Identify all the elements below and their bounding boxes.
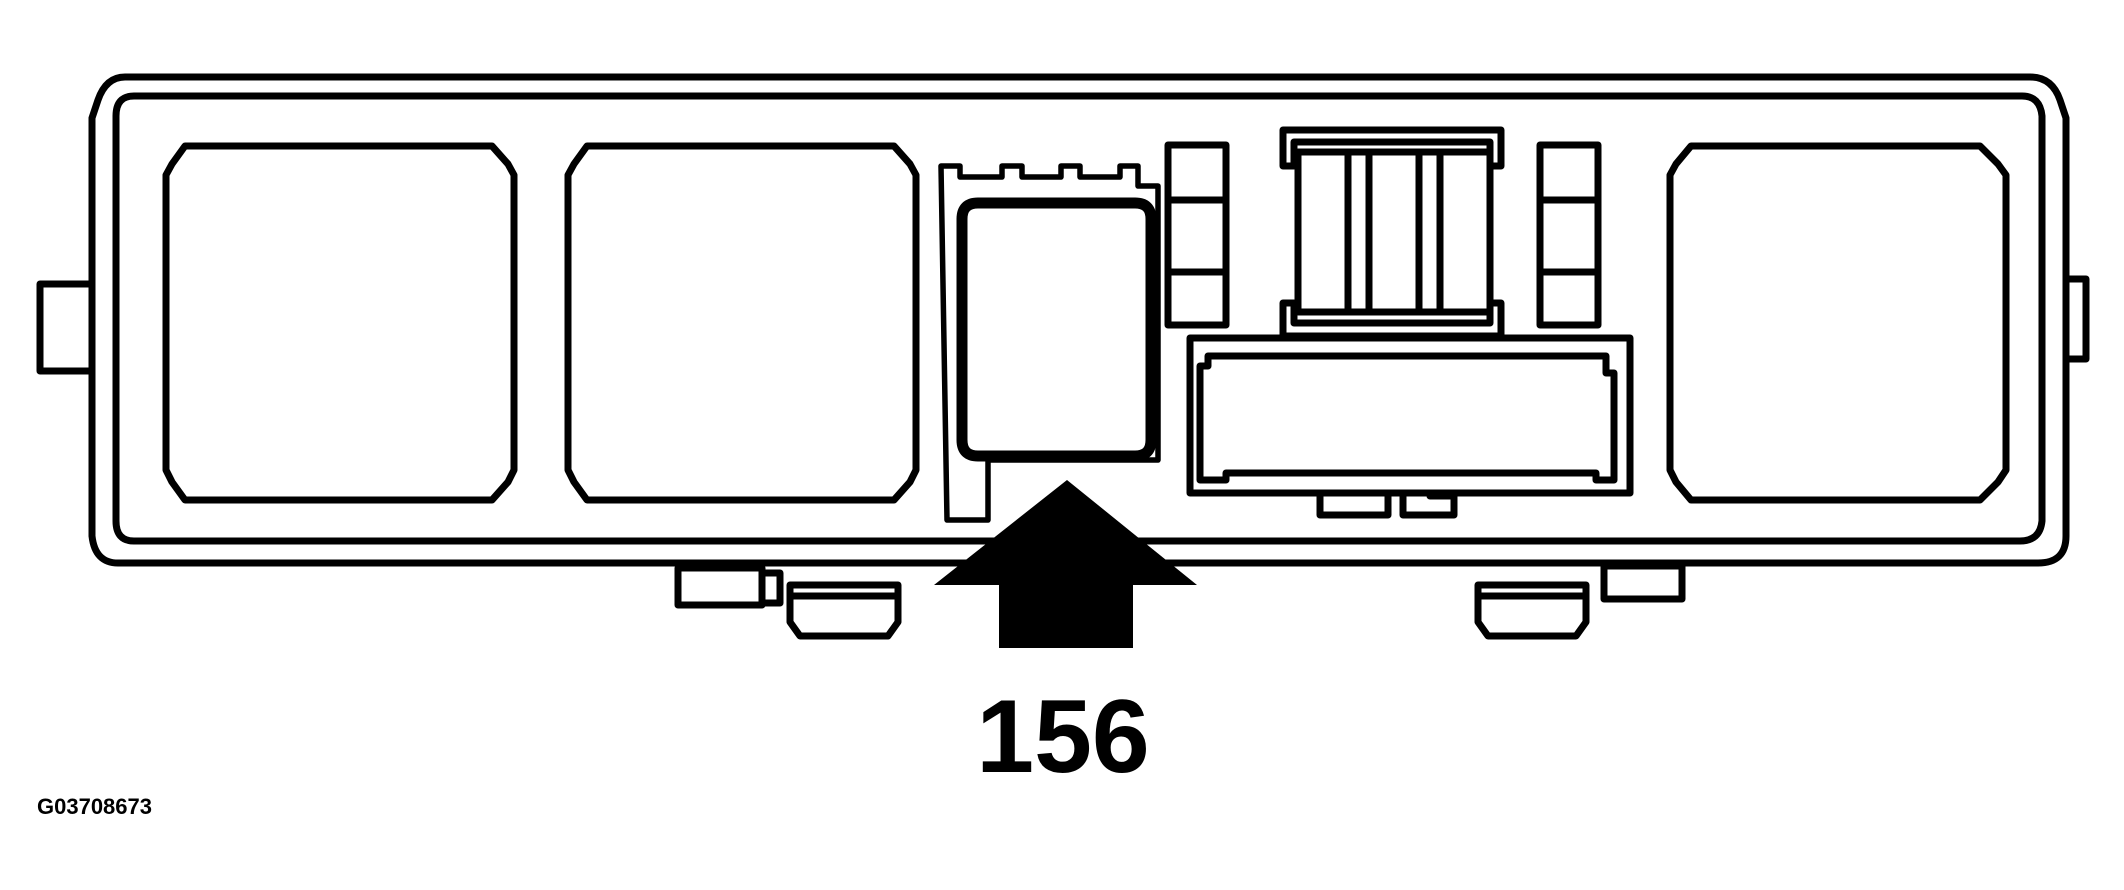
- relay-156: [956, 197, 1157, 462]
- figure-id-label: G03708673: [37, 794, 152, 819]
- left-large-cavity: [162, 142, 518, 504]
- bottom-right-mounting-feet: [1474, 562, 1686, 640]
- bottom-left-mounting-feet: [674, 564, 902, 640]
- left-mounting-tab: [36, 280, 100, 375]
- triple-fuse-block: [1279, 126, 1505, 340]
- long-horizontal-connector: [1186, 334, 1634, 519]
- center-left-large-cavity: [564, 142, 920, 504]
- callout-label: 156: [976, 679, 1150, 795]
- arrow-up-icon: [934, 480, 1197, 648]
- right-mini-fuse-stack: [1536, 141, 1602, 329]
- right-large-cavity: [1666, 142, 2010, 504]
- left-mini-fuse-stack: [1164, 141, 1230, 329]
